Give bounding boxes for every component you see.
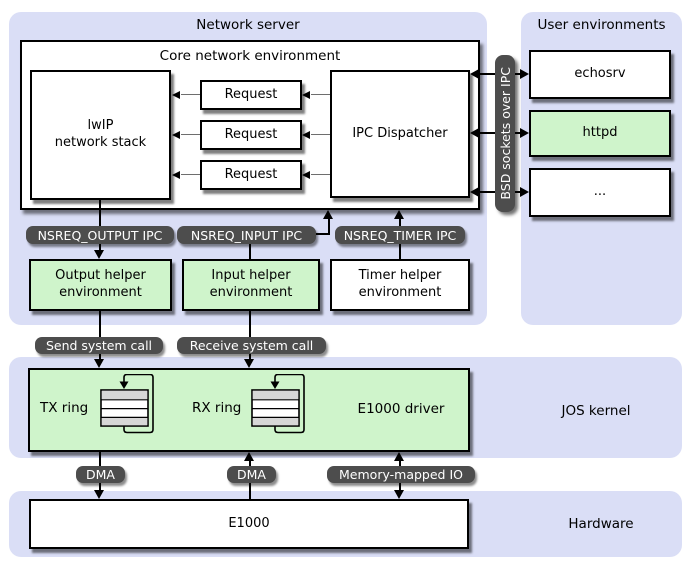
arrowhead [94, 490, 104, 499]
lwip-network-stack-box: lwIP network stack [30, 70, 171, 200]
arrow-input-helper-up [328, 219, 330, 235]
nsreq-input-ipc-pill: NSREQ_INPUT IPC [177, 226, 316, 244]
request-label: Request [224, 86, 278, 102]
arrowhead [172, 91, 180, 99]
arrowhead [302, 171, 310, 179]
arrow-request3-to-lwip [181, 174, 200, 175]
arrowhead [470, 187, 479, 197]
send-system-call-pill: Send system call [35, 337, 163, 354]
arrowhead [94, 359, 104, 368]
dma-tx-pill: DMA [76, 466, 125, 483]
lwip-label-line2: network stack [54, 135, 147, 150]
arrowhead [520, 187, 529, 197]
request-box-2: Request [200, 120, 302, 150]
hardware-label: Hardware [568, 516, 634, 532]
output-helper-box: Output helper environment [29, 259, 172, 311]
dma-rx-pill: DMA [227, 466, 276, 483]
arrowhead [302, 91, 310, 99]
request-box-1: Request [200, 80, 302, 110]
arrowhead [394, 452, 404, 461]
jos-kernel-label: JOS kernel [561, 403, 631, 419]
e1000-driver-label: E1000 driver [357, 401, 445, 417]
core-network-environment-title: Core network environment [159, 48, 341, 64]
timer-helper-line1: Timer helper [358, 268, 442, 284]
network-server-title: Network server [196, 17, 300, 33]
arrowhead [470, 128, 479, 138]
echosrv-label: echosrv [574, 66, 626, 82]
request-label: Request [224, 126, 278, 142]
rx-ring-buffer-icon [251, 374, 305, 434]
arrowhead [94, 250, 104, 259]
arrow-output-helper-to-kernel [99, 311, 101, 360]
arrow-input-helper-to-kernel [249, 311, 251, 360]
arrowhead [172, 171, 180, 179]
output-helper-line2: environment [59, 285, 142, 300]
arrow-dispatcher-to-request1 [311, 94, 330, 95]
e1000-label: E1000 [228, 515, 270, 531]
arrow-dispatcher-to-request2 [311, 134, 330, 135]
arrowhead [470, 69, 479, 79]
other-envs-label: ... [593, 184, 607, 200]
arrowhead [172, 131, 180, 139]
timer-helper-box: Timer helper environment [330, 259, 470, 311]
arrow-request2-to-lwip [181, 134, 200, 135]
arrow-input-helper-to-core [249, 235, 251, 259]
lwip-label-line1: lwIP [87, 118, 114, 134]
request-box-3: Request [200, 160, 302, 190]
rx-ring-label: RX ring [192, 400, 242, 416]
arrowhead [520, 69, 529, 79]
arrowhead [323, 210, 333, 219]
tx-ring-buffer-icon [100, 374, 154, 434]
httpd-label: httpd [582, 125, 618, 141]
bsd-sockets-over-ipc-pill: BSD sockets over IPC [495, 55, 515, 212]
ipc-dispatcher-box: IPC Dispatcher [330, 70, 470, 198]
output-helper-line1: Output helper [55, 268, 146, 284]
arrow-dispatcher-to-request3 [311, 174, 330, 175]
input-helper-box: Input helper environment [182, 259, 320, 311]
memory-mapped-io-pill: Memory-mapped IO [327, 466, 475, 483]
arrow-request1-to-lwip [181, 94, 200, 95]
arrowhead [244, 359, 254, 368]
arrowhead [520, 128, 529, 138]
arrowhead [394, 210, 404, 219]
bsd-sockets-over-ipc-label: BSD sockets over IPC [497, 67, 513, 200]
other-envs-box: ... [529, 168, 671, 217]
receive-system-call-pill: Receive system call [177, 337, 326, 354]
e1000-box: E1000 [29, 499, 469, 549]
nsreq-output-ipc-pill: NSREQ_OUTPUT IPC [26, 226, 174, 244]
tx-ring-label: TX ring [40, 400, 89, 416]
timer-helper-line2: environment [358, 285, 442, 300]
input-helper-line2: environment [209, 285, 293, 300]
nsreq-timer-ipc-pill: NSREQ_TIMER IPC [335, 226, 465, 244]
input-helper-line1: Input helper [211, 268, 291, 284]
ipc-dispatcher-label: IPC Dispatcher [352, 125, 448, 141]
user-environments-title: User environments [537, 17, 666, 33]
request-label: Request [224, 166, 278, 182]
httpd-box: httpd [529, 110, 671, 157]
echosrv-box: echosrv [529, 50, 671, 99]
arrowhead [394, 490, 404, 499]
arrowhead [302, 131, 310, 139]
arrowhead [244, 452, 254, 461]
